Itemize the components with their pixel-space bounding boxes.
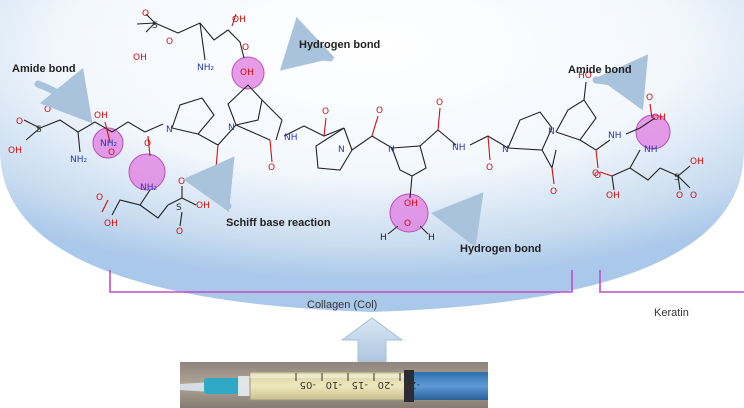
label-amide-bond-left: Amide bond [12, 63, 76, 75]
svg-text:OH: OH [232, 15, 246, 25]
svg-text:O: O [108, 148, 115, 158]
svg-text:OH: OH [8, 146, 22, 156]
svg-text:OH: OH [104, 219, 118, 229]
arrow-amide-right [592, 54, 649, 111]
arrow-amide-left [34, 67, 93, 124]
syringe-scale-mark: -20 [378, 379, 394, 390]
svg-text:O: O [486, 163, 493, 173]
svg-text:O: O [176, 227, 183, 237]
svg-text:NH₂: NH₂ [70, 155, 88, 165]
svg-text:HO: HO [578, 71, 592, 81]
highlight-nh2-schiff [128, 153, 166, 191]
label-keratin: Keratin [654, 307, 689, 319]
svg-text:N: N [502, 145, 509, 155]
svg-text:O: O [594, 171, 601, 181]
svg-text:S: S [36, 125, 42, 135]
highlight-nh2-left [92, 127, 124, 159]
label-schiff-base: Schiff base reaction [226, 217, 331, 229]
label-amide-bond-right: Amide bond [568, 64, 632, 76]
svg-text:O: O [404, 219, 411, 229]
svg-text:NH: NH [284, 133, 298, 143]
arrow-hydrogen-top [279, 16, 335, 71]
bracket-keratin [599, 270, 744, 293]
svg-text:O: O [550, 187, 557, 197]
arrow-schiff [183, 156, 235, 213]
svg-text:S: S [674, 173, 680, 183]
bracket-collagen [109, 270, 573, 293]
syringe-scale-mark: -05 [300, 379, 316, 390]
svg-text:O: O [16, 117, 23, 127]
svg-text:N: N [388, 145, 395, 155]
svg-text:NH₂: NH₂ [100, 139, 118, 149]
svg-text:O: O [322, 107, 329, 117]
background-glow [0, 0, 744, 312]
svg-text:NH: NH [452, 143, 466, 153]
svg-text:OH: OH [690, 157, 704, 167]
label-hydrogen-bond-top: Hydrogen bond [299, 39, 380, 51]
svg-text:NH: NH [608, 131, 622, 141]
svg-text:NH₂: NH₂ [140, 183, 158, 193]
svg-text:O: O [44, 105, 51, 115]
svg-text:O: O [142, 9, 149, 19]
svg-text:OH: OH [196, 201, 210, 211]
svg-text:S: S [152, 21, 158, 31]
svg-text:OH: OH [240, 68, 254, 78]
svg-text:O: O [242, 43, 249, 53]
syringe-scale-mark: -10 [326, 379, 342, 390]
svg-text:OH: OH [94, 111, 108, 121]
svg-text:NH: NH [644, 145, 658, 155]
syringe-plunger [410, 372, 488, 400]
syringe-photo: -05 -10 -15 -20 -25 [180, 362, 488, 408]
svg-text:OH: OH [133, 53, 147, 63]
svg-text:O: O [690, 191, 697, 201]
highlight-circles [92, 56, 671, 233]
label-collagen: Collagen (Col) [307, 299, 377, 311]
svg-text:O: O [646, 93, 653, 103]
highlight-oh-bottom [389, 193, 429, 233]
svg-text:O: O [268, 163, 275, 173]
svg-text:O: O [166, 37, 173, 47]
svg-text:O: O [376, 106, 383, 116]
svg-text:OH: OH [606, 191, 620, 201]
svg-text:O: O [178, 177, 185, 187]
svg-text:NH₂: NH₂ [197, 63, 215, 73]
svg-text:N: N [338, 145, 345, 155]
svg-text:O: O [96, 193, 103, 203]
svg-text:S: S [176, 203, 182, 213]
svg-text:O: O [144, 139, 151, 149]
molecule-bonds [23, 13, 691, 235]
svg-text:O: O [592, 169, 599, 179]
svg-text:H: H [428, 233, 435, 243]
svg-text:OH: OH [404, 199, 418, 209]
syringe-scale: -05 -10 -15 -20 -25 [295, 373, 420, 390]
needle-hub [204, 378, 240, 394]
syringe-scale-mark: -15 [352, 379, 368, 390]
arrow-hydrogen-bottom [431, 192, 484, 248]
svg-text:O: O [212, 168, 219, 178]
svg-text:N: N [548, 127, 555, 137]
svg-text:N: N [228, 123, 235, 133]
highlight-oh-top [231, 56, 265, 90]
svg-text:OH: OH [652, 113, 666, 123]
label-hydrogen-bond-bottom: Hydrogen bond [460, 243, 541, 255]
annotation-arrows [34, 16, 649, 248]
up-arrow [340, 317, 404, 367]
svg-text:O: O [676, 191, 683, 201]
svg-text:N: N [166, 125, 173, 135]
svg-text:H: H [380, 233, 387, 243]
highlight-nh-right [635, 114, 671, 150]
syringe-scale-mark: -25 [404, 379, 420, 390]
svg-text:O: O [436, 98, 443, 108]
